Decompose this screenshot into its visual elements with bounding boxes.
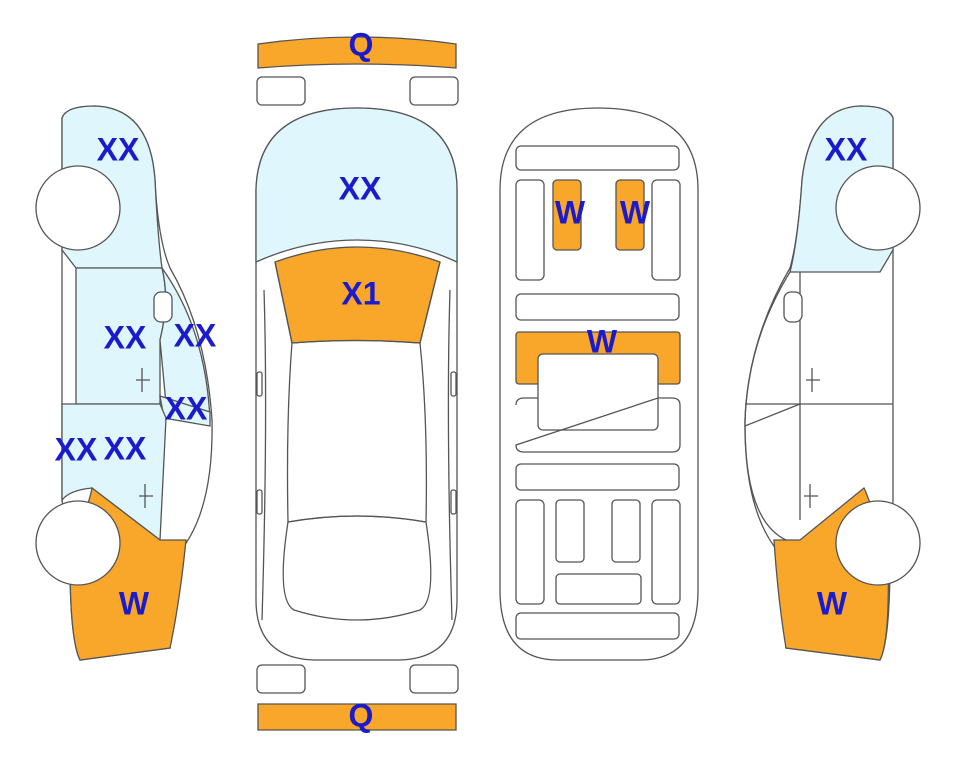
left-rear-wheel bbox=[35, 165, 121, 251]
interior-rear-bar bbox=[515, 463, 680, 491]
hood-label: X1 bbox=[341, 275, 380, 311]
interior-rear-box-mid bbox=[555, 573, 642, 605]
interior-trunk-bar bbox=[515, 612, 680, 640]
rear-bumper-label: Q bbox=[349, 697, 374, 733]
interior-front-bar bbox=[515, 145, 680, 171]
top-windshield-panel[interactable] bbox=[255, 107, 458, 264]
interior-left-rail bbox=[515, 179, 545, 281]
seat-left-label: W bbox=[555, 194, 586, 230]
left-front-fender-label: W bbox=[119, 585, 150, 621]
left-mirror bbox=[153, 291, 173, 323]
right-front-wheel bbox=[835, 500, 921, 586]
right-window-line bbox=[744, 403, 801, 427]
left-front-wheel bbox=[35, 500, 121, 586]
top-left-handle bbox=[256, 489, 263, 515]
interior-rear-box-right bbox=[611, 499, 641, 563]
right-side-view: XX W bbox=[744, 105, 921, 661]
front-bumper-panel[interactable] bbox=[257, 36, 457, 69]
rear-left-lamp bbox=[256, 664, 306, 694]
top-left-pillar bbox=[274, 261, 293, 344]
windshield-label: XX bbox=[339, 170, 382, 206]
top-left-mirror bbox=[256, 371, 263, 397]
left-door-handle-1 bbox=[136, 368, 150, 392]
interior-right-rail bbox=[651, 179, 681, 281]
right-cabin-line bbox=[744, 271, 791, 541]
left-front-door-label: XX bbox=[104, 430, 147, 466]
rear-right-lamp bbox=[409, 664, 459, 694]
interior-rear-box-left bbox=[555, 499, 585, 563]
floor-inner-box bbox=[537, 353, 659, 431]
right-mirror bbox=[783, 291, 803, 323]
left-front-door-panel[interactable] bbox=[61, 403, 167, 542]
rear-bumper-panel[interactable] bbox=[257, 703, 457, 731]
left-rear-quarter-label: XX bbox=[97, 131, 140, 167]
front-left-lamp bbox=[256, 76, 306, 106]
top-view: Q XX X1 Q bbox=[255, 26, 459, 733]
front-right-lamp bbox=[409, 76, 459, 106]
right-door-handle-2 bbox=[804, 484, 818, 508]
interior-view: W W W bbox=[499, 107, 699, 661]
seat-right-panel[interactable] bbox=[615, 179, 645, 251]
left-door-handle-2 bbox=[139, 484, 153, 508]
left-window-label: XX bbox=[165, 390, 208, 426]
top-rear-window bbox=[282, 515, 432, 621]
front-bumper-label: Q bbox=[349, 26, 374, 62]
interior-rear-left bbox=[515, 499, 545, 605]
interior-rear-right bbox=[651, 499, 681, 605]
right-rear-wheel bbox=[835, 165, 921, 251]
left-rocker-label: XX bbox=[55, 431, 98, 467]
top-right-pillar bbox=[419, 261, 441, 344]
seat-left-panel[interactable] bbox=[552, 179, 582, 251]
top-left-side-line bbox=[261, 289, 267, 621]
right-door-handle-1 bbox=[806, 368, 820, 392]
right-front-fender-label: W bbox=[817, 585, 848, 621]
floor-mid-label: W bbox=[587, 323, 618, 359]
top-right-mirror bbox=[450, 371, 457, 397]
top-right-side-line bbox=[447, 289, 453, 621]
left-side-view: XX XX XX XX XX XX W bbox=[35, 105, 217, 661]
right-rear-quarter-label: XX bbox=[825, 131, 868, 167]
seat-right-label: W bbox=[620, 194, 651, 230]
interior-cross-bar bbox=[515, 293, 680, 321]
floor-lower-outline bbox=[515, 397, 681, 453]
left-rear-door-label: XX bbox=[104, 319, 147, 355]
left-pillar-label: XX bbox=[174, 317, 217, 353]
top-right-handle bbox=[450, 489, 457, 515]
